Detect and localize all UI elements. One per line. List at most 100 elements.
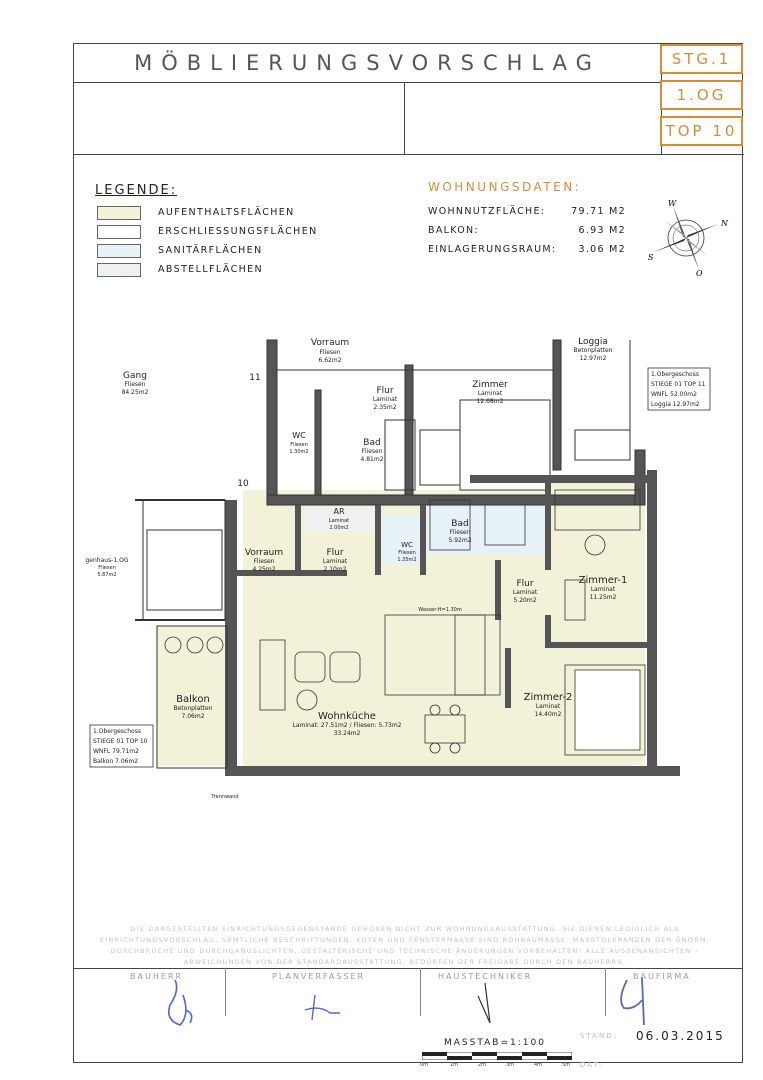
legend-swatch-living bbox=[97, 206, 141, 220]
scale-bar bbox=[422, 1052, 572, 1060]
svg-text:5.20m2: 5.20m2 bbox=[513, 597, 536, 604]
room-loggia: Loggia bbox=[578, 337, 608, 347]
room-gang: Gang bbox=[123, 371, 147, 381]
living-area-value: 79.71 M2 bbox=[571, 206, 626, 217]
door-11-marker: 11 bbox=[249, 373, 260, 383]
svg-text:Laminat: Laminat bbox=[536, 703, 561, 710]
room-wc-top: WC bbox=[292, 431, 306, 440]
svg-text:Fliesen: Fliesen bbox=[253, 558, 274, 565]
legend-label-sanitary: SANITÄRFLÄCHEN bbox=[158, 245, 263, 256]
room-ar: AR bbox=[333, 507, 344, 516]
svg-text:Fliesen: Fliesen bbox=[124, 381, 145, 388]
floor-plan: Vorraum Fliesen 6.62m2 Gang Fliesen 84.2… bbox=[86, 337, 711, 800]
svg-text:Laminat: Laminat bbox=[329, 518, 349, 524]
svg-text:Fliesen: Fliesen bbox=[361, 448, 382, 455]
living-area-label: WOHNNUTZFLÄCHE: bbox=[428, 206, 546, 217]
svg-text:Fliesen: Fliesen bbox=[290, 442, 308, 448]
header-field-right bbox=[404, 82, 662, 154]
svg-text:2.10m2: 2.10m2 bbox=[323, 566, 346, 573]
info-box-top11: 1.Obergeschoss STIEGE 01 TOP 11 WNFL 52.… bbox=[647, 367, 711, 411]
signature-divider bbox=[605, 968, 606, 1016]
svg-text:WNFL 52.00m2: WNFL 52.00m2 bbox=[651, 391, 697, 398]
storage-value: 3.06 M2 bbox=[578, 244, 626, 255]
room-stiegenhaus: genhaus-1.OG bbox=[86, 557, 129, 564]
balcony-label: BALKON: bbox=[428, 225, 479, 236]
room-vorraum: Vorraum bbox=[245, 548, 283, 558]
legend-swatch-sanitary bbox=[97, 244, 141, 258]
svg-text:6.62m2: 6.62m2 bbox=[318, 357, 341, 364]
room-wc: WC bbox=[401, 541, 413, 549]
ar-fill bbox=[305, 507, 377, 531]
svg-text:7.06m2: 7.06m2 bbox=[181, 713, 204, 720]
storage-label: EINLAGERUNGSRAUM: bbox=[428, 244, 557, 255]
svg-text:WNFL 79.71m2: WNFL 79.71m2 bbox=[93, 748, 139, 755]
dat-label: DAT: bbox=[580, 1061, 604, 1069]
svg-text:Betonplatten: Betonplatten bbox=[574, 347, 613, 354]
header-field-left bbox=[74, 82, 405, 154]
disclaimer-text: DIE DARGESTELLTEN EINRICHTUNGSGEGENSTÄND… bbox=[99, 925, 711, 966]
room-zimmer1: Zimmer-1 bbox=[579, 575, 628, 586]
trennwand-label: Trennwand bbox=[210, 794, 238, 800]
signature-label-haustechniker: HAUSTECHNIKER bbox=[438, 972, 533, 981]
wasser-label: Wasser-H=1.30m bbox=[418, 607, 462, 613]
svg-text:14.40m2: 14.40m2 bbox=[535, 711, 562, 718]
svg-text:2.00m2: 2.00m2 bbox=[329, 525, 348, 531]
svg-text:Laminat: Laminat bbox=[591, 586, 616, 593]
legend-label-circulation: ERSCHLIESSUNGSFLÄCHEN bbox=[158, 226, 318, 237]
scale-tick: 2m bbox=[478, 1062, 487, 1068]
signature-bauherr bbox=[167, 979, 193, 1026]
svg-text:Laminat: Laminat bbox=[478, 390, 503, 397]
svg-text:Loggia 12.97m2: Loggia 12.97m2 bbox=[651, 401, 700, 408]
compass-rose-icon: N S W O bbox=[648, 199, 729, 278]
svg-text:5.92m2: 5.92m2 bbox=[448, 537, 471, 544]
svg-text:Balkon 7.06m2: Balkon 7.06m2 bbox=[93, 758, 138, 765]
signature-baufirma bbox=[620, 977, 645, 1026]
sheet-title: MÖBLIERUNGSVORSCHLAG bbox=[74, 44, 662, 83]
svg-text:1.35m2: 1.35m2 bbox=[397, 557, 416, 563]
signature-label-planverfasser: PLANVERFASSER bbox=[272, 972, 366, 981]
room-zimmer2: Zimmer-2 bbox=[524, 692, 573, 703]
svg-text:Fliesen: Fliesen bbox=[319, 349, 340, 356]
signature-haustechniker bbox=[477, 982, 491, 1024]
svg-text:4.25m2: 4.25m2 bbox=[252, 566, 275, 573]
balcony-value: 6.93 M2 bbox=[578, 225, 626, 236]
room-bad-top: Bad bbox=[363, 438, 380, 448]
plan-date: 06.03.2015 bbox=[636, 1029, 725, 1043]
room-flur: Flur bbox=[326, 548, 343, 558]
svg-text:STIEGE 01 TOP 10: STIEGE 01 TOP 10 bbox=[93, 738, 148, 745]
svg-text:STIEGE 01 TOP 11: STIEGE 01 TOP 11 bbox=[651, 381, 706, 388]
svg-text:Fliesen: Fliesen bbox=[98, 565, 116, 571]
compass-n: N bbox=[720, 219, 729, 228]
svg-text:12.97m2: 12.97m2 bbox=[580, 355, 607, 362]
signature-planverfasser bbox=[304, 994, 340, 1021]
room-balkon: Balkon bbox=[176, 694, 210, 705]
svg-text:Laminat: Laminat bbox=[513, 589, 538, 596]
legend-title: LEGENDE: bbox=[95, 183, 178, 198]
svg-text:Laminat: Laminat bbox=[373, 396, 398, 403]
stand-label: STAND: bbox=[580, 1032, 618, 1040]
floor-tag: 1.OG bbox=[660, 80, 743, 110]
svg-text:Fliesen: Fliesen bbox=[449, 529, 470, 536]
balkon-fill bbox=[157, 626, 227, 766]
scale-tick: 0m bbox=[420, 1062, 429, 1068]
signature-label-baufirma: BAUFIRMA bbox=[633, 972, 691, 981]
legend-swatch-circulation bbox=[97, 225, 141, 239]
apartment-data-title: WOHNUNGSDATEN: bbox=[428, 180, 582, 194]
room-vorraum-top: Vorraum bbox=[311, 338, 349, 348]
compass-s: S bbox=[648, 253, 654, 262]
legend-swatch-storage bbox=[97, 263, 141, 277]
svg-text:Laminat: 27.51m2 / Fliesen: 5.: Laminat: 27.51m2 / Fliesen: 5.73m2 bbox=[292, 722, 401, 729]
svg-text:1.30m2: 1.30m2 bbox=[289, 449, 308, 455]
svg-text:5.87m2: 5.87m2 bbox=[97, 572, 116, 578]
svg-text:33.24m2: 33.24m2 bbox=[334, 730, 361, 737]
scale-tick: 1m bbox=[450, 1062, 459, 1068]
svg-text:12.68m2: 12.68m2 bbox=[477, 398, 504, 405]
svg-text:84.25m2: 84.25m2 bbox=[122, 389, 149, 396]
unit-tag: TOP 10 bbox=[660, 116, 743, 146]
door-10-marker: 10 bbox=[237, 479, 249, 489]
svg-text:Betonplatten: Betonplatten bbox=[174, 705, 213, 712]
scale-tick: 5m bbox=[562, 1062, 571, 1068]
scale-tick: 4m bbox=[534, 1062, 543, 1068]
header-divider bbox=[74, 154, 744, 155]
legend-label-living: AUFENTHALTSFLÄCHEN bbox=[158, 207, 295, 218]
